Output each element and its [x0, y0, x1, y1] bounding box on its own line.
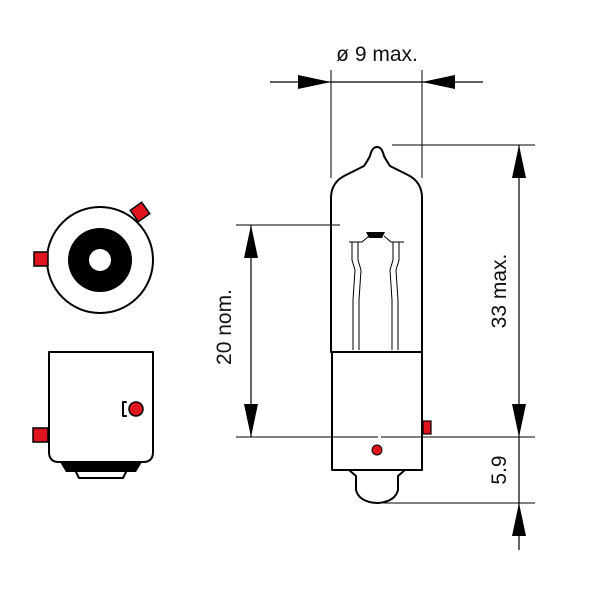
bulb-bottom-contact — [348, 469, 406, 504]
base-end-view — [33, 201, 154, 314]
diameter-arrow-right — [422, 75, 455, 89]
base-bottom-contact — [75, 471, 127, 479]
end-view-pin-left — [33, 251, 49, 267]
light-center-label: 20 nom. — [213, 289, 236, 365]
total-height-label: 33 max. — [488, 254, 511, 329]
bulb-side-view — [330, 146, 432, 504]
base-contact-hole — [89, 249, 111, 271]
base-sleeve-outline — [48, 351, 154, 463]
lead-wire-left — [351, 242, 362, 350]
filament-coil — [366, 232, 385, 238]
bulb-base-sleeve — [331, 351, 423, 471]
bulb-base-pin-front — [371, 444, 383, 456]
end-view-pin-top-right — [129, 201, 151, 223]
pin-height-label: 5.9 — [488, 455, 511, 484]
diameter-arrow-left — [298, 75, 331, 89]
light-center-arrow-bottom — [244, 404, 258, 437]
bulb-base-pin — [422, 420, 432, 435]
base-bottom-insulator — [60, 462, 142, 472]
total-height-dimension: 33 max. — [381, 144, 535, 438]
light-center-dimension: 20 nom. — [213, 224, 378, 438]
filament-supports — [349, 235, 404, 243]
side-view-pin-left — [32, 427, 49, 443]
side-view-pin-slot — [122, 401, 127, 417]
glass-envelope — [330, 146, 423, 353]
side-view-pin-front — [128, 401, 144, 417]
pin-height-arrow-bottom — [512, 503, 526, 536]
total-height-arrow-top — [512, 145, 526, 178]
lead-wire-right — [389, 242, 400, 350]
diameter-dimension: ø 9 max. — [270, 43, 483, 178]
base-side-view — [32, 351, 154, 479]
diameter-label: ø 9 max. — [336, 43, 418, 66]
total-height-arrow-bottom — [512, 404, 526, 437]
light-center-arrow-top — [244, 225, 258, 258]
pin-height-dimension: 5.9 — [383, 437, 535, 550]
